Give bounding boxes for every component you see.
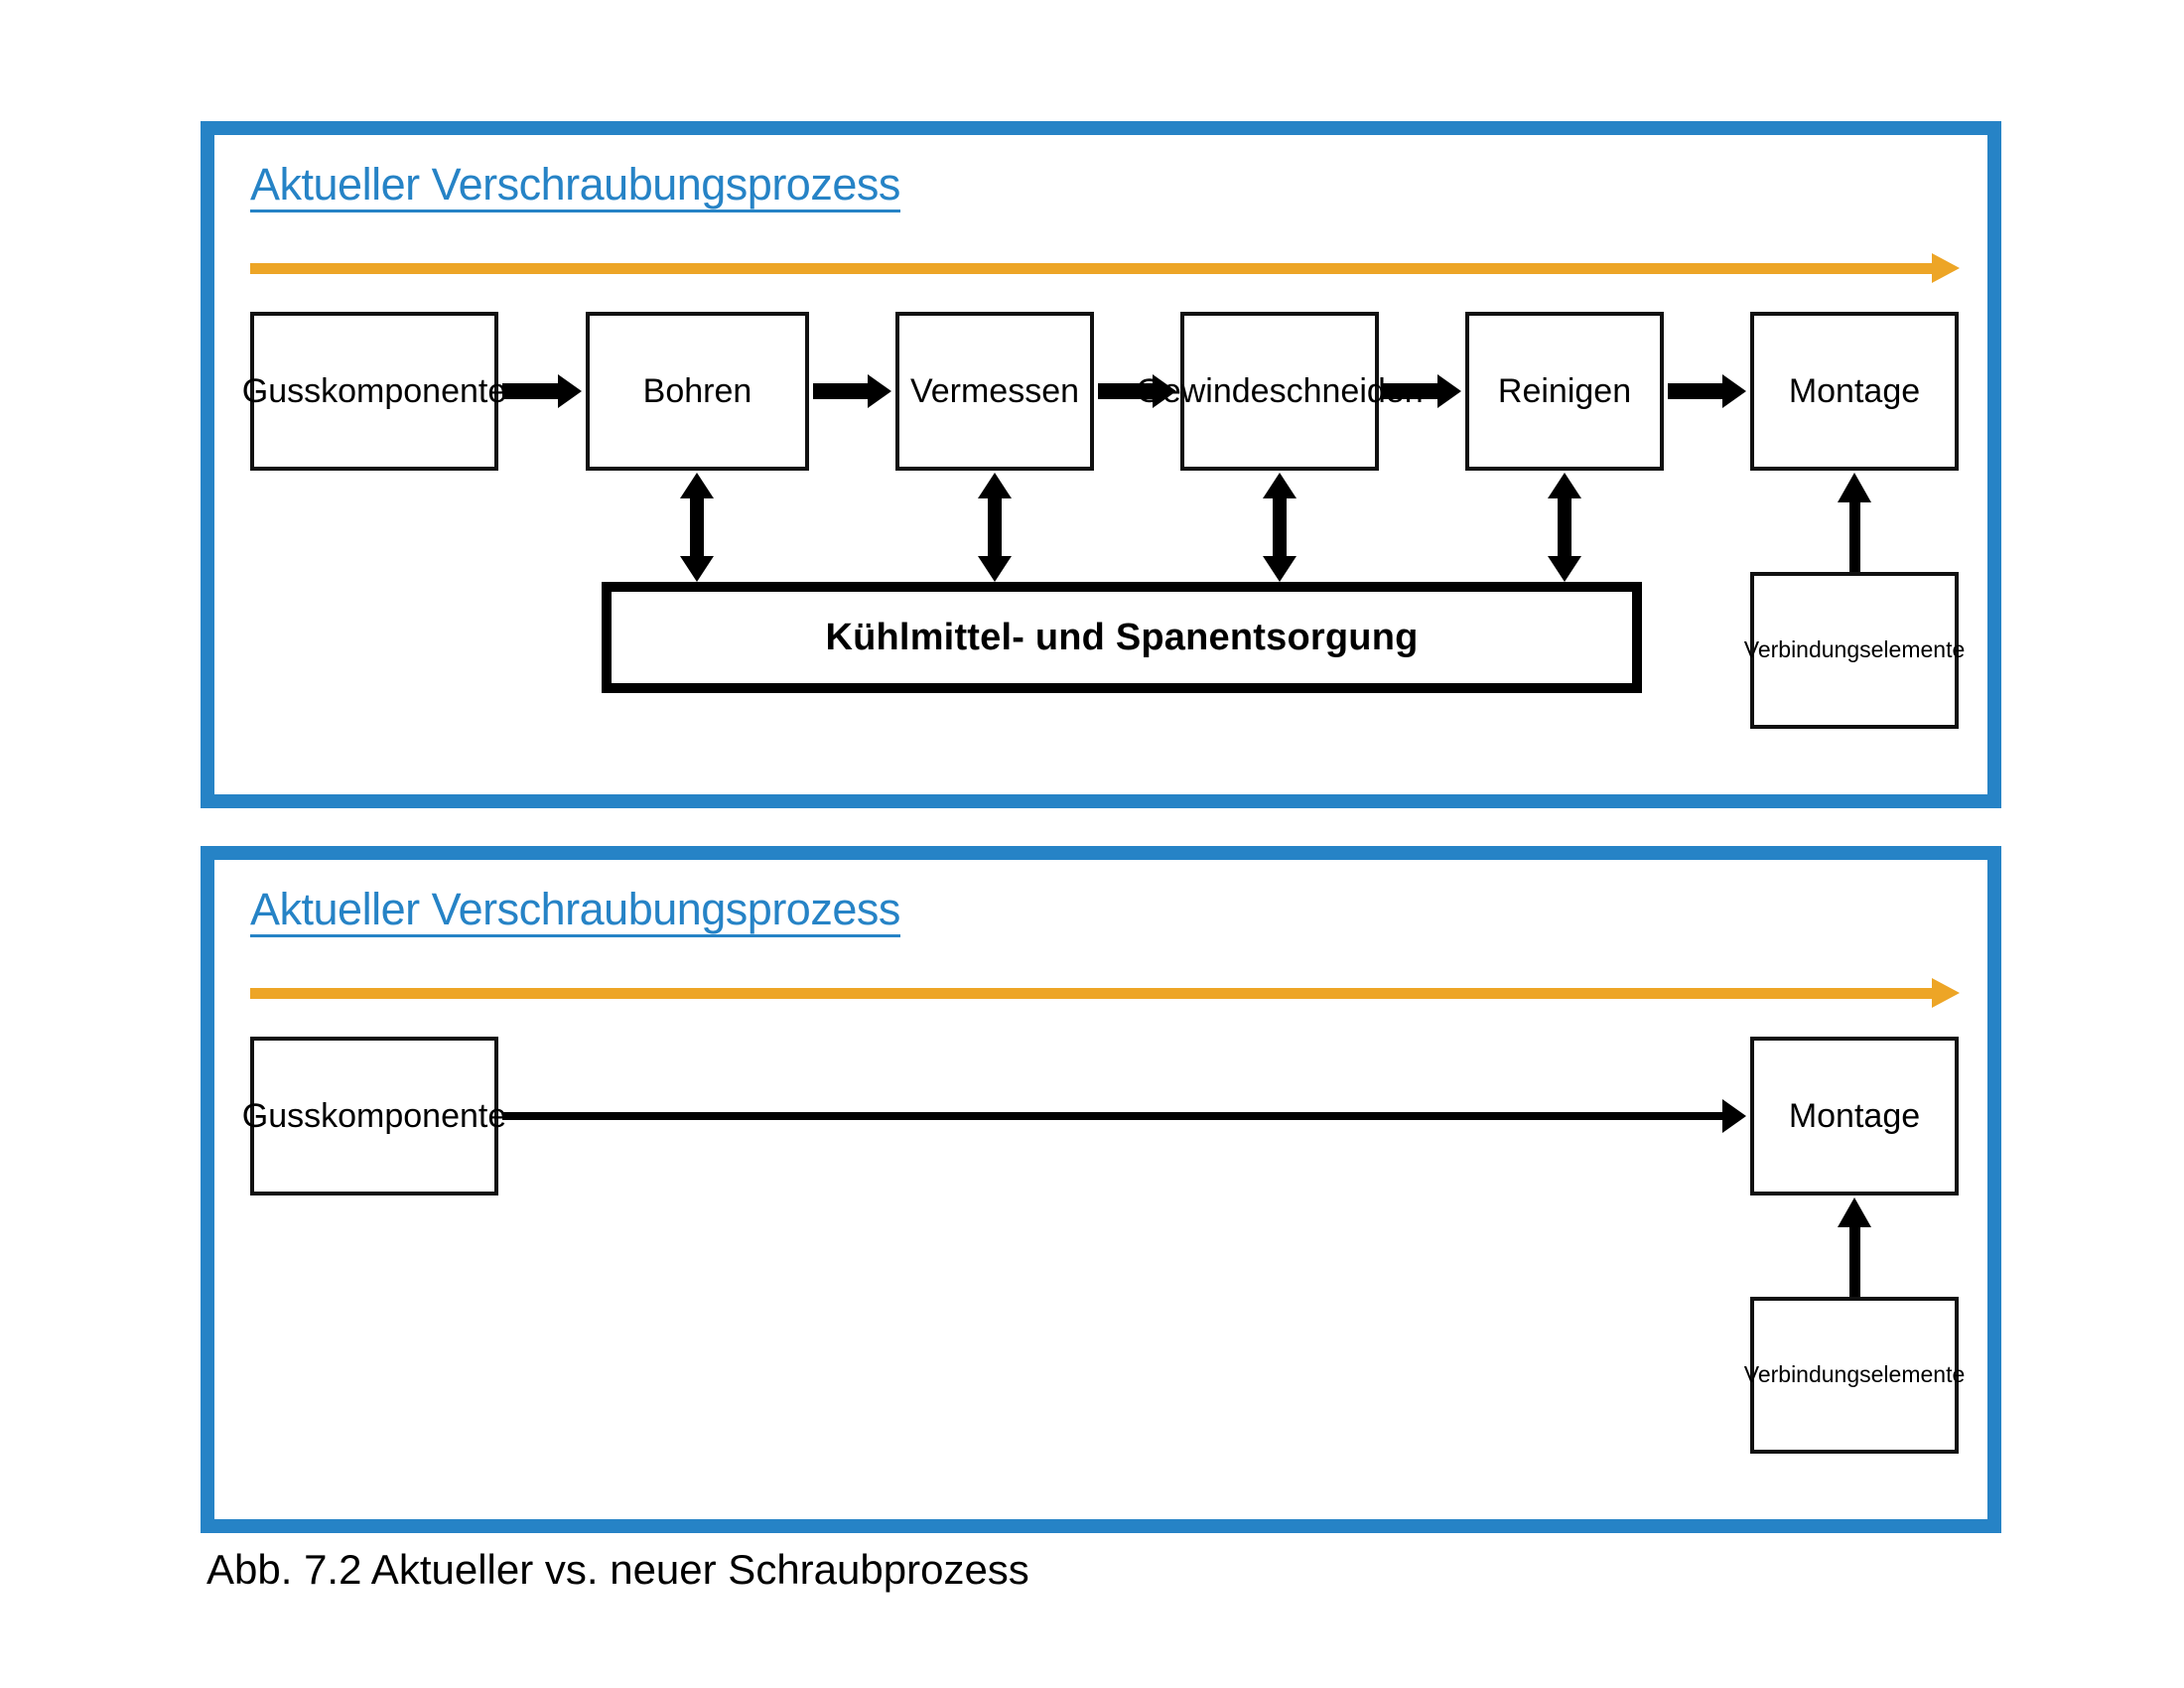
timeline-arrow-icon (250, 253, 1960, 283)
arrow-head-down (1548, 556, 1581, 582)
supply-arrow-icon-new (1838, 1197, 1871, 1299)
flow-arrow-shaft (1668, 383, 1726, 399)
timeline-arrow-head (1932, 253, 1960, 283)
bidirectional-arrow-icon-2 (978, 473, 1012, 582)
flow-arrow-head (1437, 374, 1461, 408)
flow-arrow-head (1722, 374, 1746, 408)
process-box-montage[interactable]: Montage (1750, 1037, 1959, 1196)
bidirectional-arrow-icon-4 (1548, 473, 1581, 582)
arrow-shaft (1273, 492, 1287, 562)
process-box-verbindungselemente[interactable]: Verbindungselemente (1744, 1297, 1965, 1454)
flow-arrow-shaft (502, 383, 562, 399)
figure-caption: Abb. 7.2 Aktueller vs. neuer Schraubproz… (206, 1546, 1029, 1593)
panel-title-current: Aktueller Verschraubungsprozess (250, 161, 900, 213)
flow-arrow-head (1722, 1099, 1746, 1133)
timeline-arrow-icon (250, 978, 1960, 1008)
flow-arrow-head (1153, 374, 1176, 408)
panel-title-new: Aktueller Verschraubungsprozess (250, 886, 900, 938)
flow-arrow-icon-direct (502, 1099, 1746, 1133)
arrow-shaft (1558, 492, 1571, 562)
arrow-head-down (978, 556, 1012, 582)
bidirectional-arrow-icon-1 (680, 473, 714, 582)
process-box-reinigen[interactable]: Reinigen (1465, 312, 1664, 471)
arrow-head-down (680, 556, 714, 582)
process-box-verbindungselemente[interactable]: Verbindungselemente (1744, 572, 1965, 729)
flow-arrow-shaft (1098, 383, 1157, 399)
flow-arrow-shaft (502, 1112, 1726, 1120)
bidirectional-arrow-icon-3 (1263, 473, 1297, 582)
supply-arrow-icon-current (1838, 473, 1871, 574)
process-box-label-line1: Gewinde (1136, 371, 1270, 410)
arrow-shaft (1849, 1221, 1860, 1299)
arrow-shaft (988, 492, 1002, 562)
timeline-arrow-head (1932, 978, 1960, 1008)
timeline-arrow-shaft (250, 988, 1934, 999)
process-box-gewindeschneiden[interactable]: Gewinde schneiden (1136, 312, 1424, 471)
arrow-head-down (1263, 556, 1297, 582)
arrow-shaft (690, 492, 704, 562)
process-box-montage[interactable]: Montage (1750, 312, 1959, 471)
shared-resource-bar-kuehlmittel[interactable]: Kühlmittel- und Spanentsorgung (602, 582, 1642, 693)
flow-arrow-icon-5 (1668, 374, 1746, 408)
flow-arrow-icon-3 (1098, 374, 1176, 408)
panel-new-process: Aktueller Verschraubungsprozess Gusskomp… (201, 846, 2001, 1533)
process-box-vermessen[interactable]: Vermessen (895, 312, 1094, 471)
flow-arrow-icon-4 (1383, 374, 1461, 408)
flow-arrow-shaft (813, 383, 872, 399)
timeline-arrow-shaft (250, 263, 1934, 274)
process-box-bohren[interactable]: Bohren (586, 312, 809, 471)
process-box-gusskomponente[interactable]: Gusskomponente (242, 1037, 506, 1196)
flow-arrow-head (558, 374, 582, 408)
flow-arrow-head (868, 374, 891, 408)
arrow-shaft (1849, 496, 1860, 574)
panel-current-process: Aktueller Verschraubungsprozess Gusskomp… (201, 121, 2001, 808)
flow-arrow-icon-2 (813, 374, 891, 408)
flow-arrow-shaft (1383, 383, 1441, 399)
flow-arrow-icon-1 (502, 374, 582, 408)
process-box-gusskomponente[interactable]: Gusskomponente (242, 312, 506, 471)
